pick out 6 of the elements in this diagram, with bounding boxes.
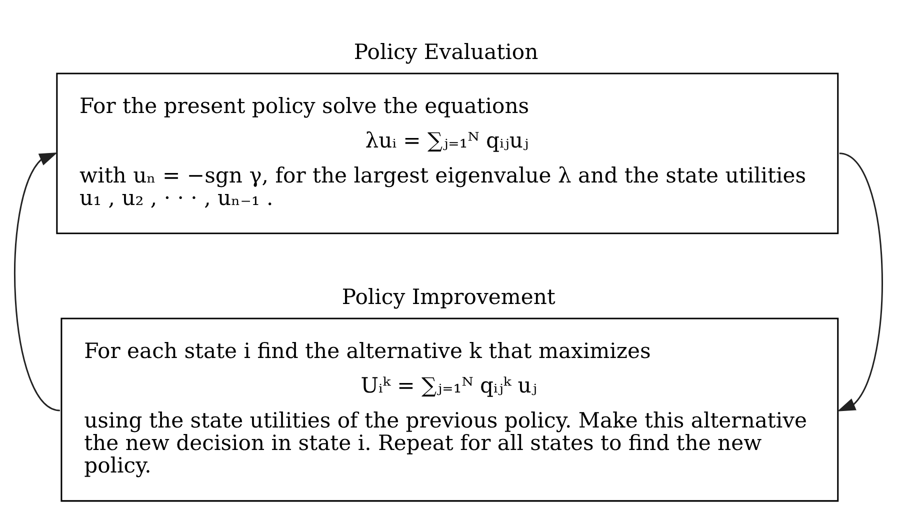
arrow: [14, 152, 60, 411]
arrow: [837, 152, 883, 411]
node-label: Policy Evaluation: [354, 38, 538, 64]
node-box: For each state i find the alternative k that maximizes Uᵢᵏ = ∑ⱼ₌₁ᴺ qᵢⱼᵏ uⱼ using the state utilities of the previous policy. Make this alternative the new decision in state i. Repeat for all states to find the new policy.: [60, 317, 839, 502]
node-label: Policy Improvement: [342, 283, 556, 308]
node-box: For the present policy solve the equations λuᵢ = ∑ⱼ₌₁ᴺ qᵢⱼuⱼ with uₙ = −sgn γ, for the largest eigenvalue λ and the state utilities u₁ , u₂ , · · · , uₙ₋₁ .: [56, 72, 839, 234]
